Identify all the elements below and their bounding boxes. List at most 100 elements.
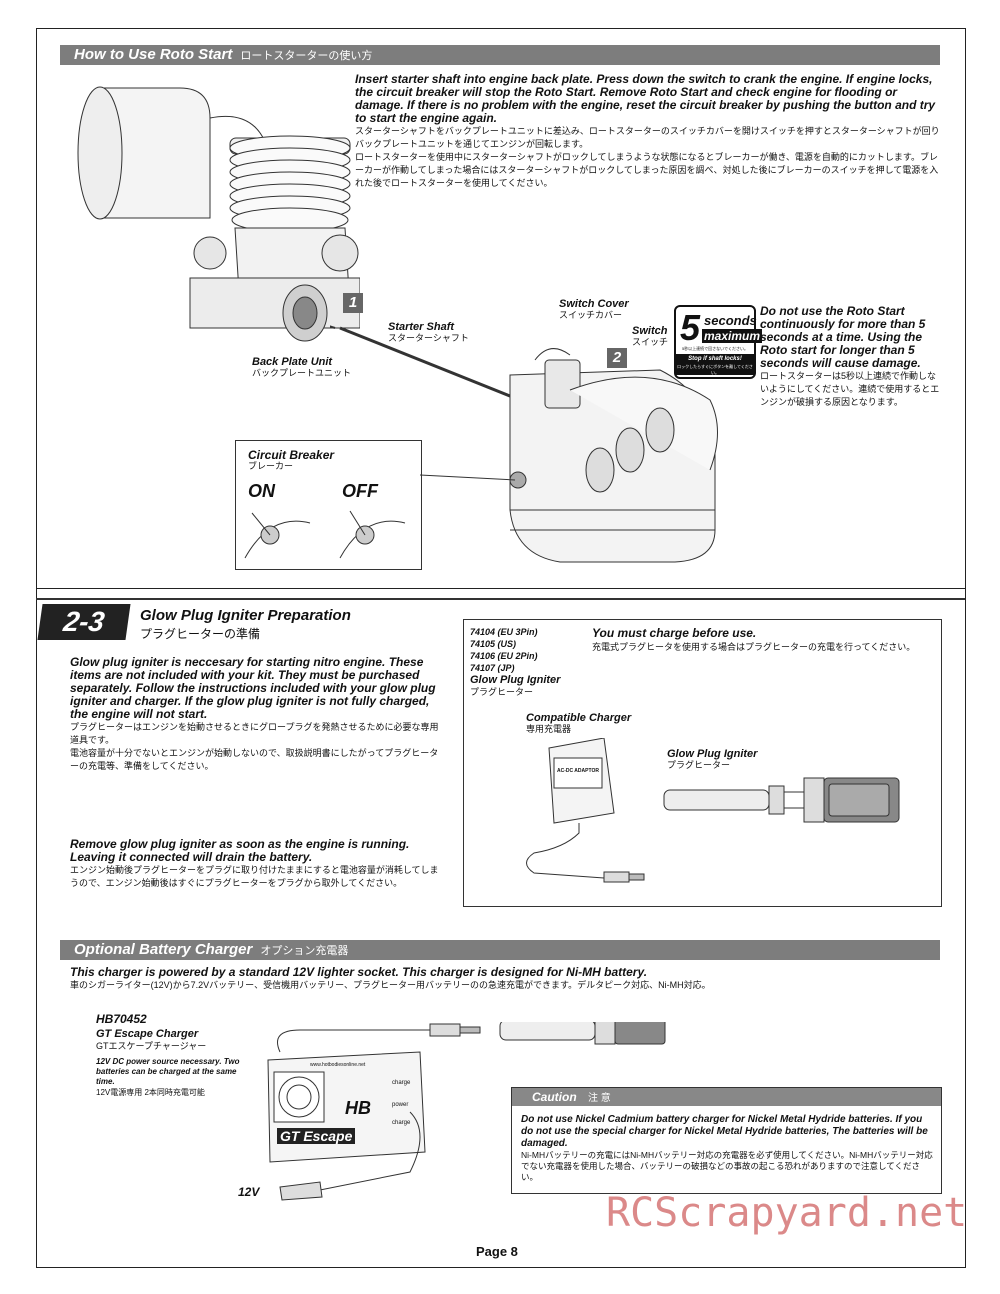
starter-shaft-en: Starter Shaft: [388, 321, 455, 333]
caution-box: Caution 注 意 Do not use Nickel Cadmium ba…: [511, 1087, 942, 1194]
charger-note: 12V DC power source necessary. Two batte…: [96, 1057, 240, 1086]
switch-cover-jp: スイッチカバー: [559, 310, 623, 320]
adaptor-label: AC-DC ADAPTOR: [557, 768, 599, 774]
badge-stop-jp: ロックしたらすぐにボタンを離してください。: [677, 364, 753, 375]
charger-name-jp: GTエスケープチャージャー: [96, 1041, 207, 1051]
code-74104: 74104 (EU 3Pin): [470, 627, 538, 637]
section-number: 2-3: [37, 604, 131, 640]
five-seconds-badge: 5 seconds maximum 5秒以上連続で回さないでください。 Stop…: [674, 305, 763, 379]
adaptor-illustration: [526, 738, 645, 883]
optional-title: Optional Battery Charger: [74, 941, 253, 958]
charger-info: HB70452 GT Escape Charger GTエスケープチャージャー …: [96, 1012, 256, 1098]
roto-instructions-jp-1: スターターシャフトをバックプレートユニットに差込み、ロートスターターのスイッチカ…: [355, 126, 940, 149]
badge-maximum: maximum: [702, 329, 763, 343]
caution-title-jp: 注 意: [588, 1093, 611, 1104]
charger-note-jp: 12V電源専用 2本同時充電可能: [96, 1088, 205, 1097]
glow-para1-jp-1: プラグヒーターはエンジンを始動させるときにグロープラグを発熱させるために必要な専…: [70, 722, 439, 745]
code-74107: 74107 (JP): [470, 663, 515, 673]
caution-body: Do not use Nickel Cadmium battery charge…: [521, 1114, 935, 1183]
glow-para2: Remove glow plug igniter as soon as the …: [70, 838, 440, 890]
igniter-label-en: Glow Plug Igniter: [667, 748, 758, 760]
breaker-illustration: [244, 510, 406, 559]
code-74106: 74106 (EU 2Pin): [470, 651, 538, 661]
igniter-codes: 74104 (EU 3Pin) 74105 (US) 74106 (EU 2Pi…: [470, 626, 560, 699]
back-plate-label: Back Plate Unit バックプレートユニット: [252, 356, 351, 379]
glow-title: Glow Plug Igniter Preparation: [140, 607, 351, 624]
optional-desc: This charger is powered by a standard 12…: [70, 966, 940, 992]
badge-seconds: seconds: [704, 313, 757, 328]
caution-title: Caution: [532, 1090, 577, 1104]
watermark: RCScrapyard.net: [606, 1190, 968, 1236]
igniter-illustration: [663, 777, 900, 823]
starter-shaft-jp: スターターシャフト: [388, 333, 469, 343]
switch-en: Switch: [632, 325, 668, 337]
page-number: Page 8: [476, 1244, 518, 1259]
page-frame: [36, 28, 966, 1268]
breaker-label: Circuit Breaker ブレーカー: [248, 449, 334, 472]
switch-cover-arrow: [534, 348, 571, 361]
section-divider: [36, 588, 965, 589]
twelve-volt-label: 12V: [238, 1185, 260, 1199]
code-74105: 74105 (US): [470, 639, 517, 649]
roto-warning-en: Do not use the Roto Start continuously f…: [760, 304, 926, 370]
roto-warning: Do not use the Roto Start continuously f…: [760, 305, 940, 409]
roto-title-jp: ロートスターターの使い方: [240, 50, 373, 62]
roto-start-illustration: [330, 325, 718, 563]
igniter-name-jp: プラグヒーター: [470, 687, 534, 697]
breaker-pointer: [420, 474, 516, 481]
back-plate-jp: バックプレートユニット: [252, 368, 352, 378]
caution-jp: Ni-MHバッテリーの充電にはNi-MHバッテリー対応の充電器を必ず使用してくだ…: [521, 1150, 933, 1182]
engine-illustration: [77, 86, 360, 342]
glow-title-jp: プラグヒーターの準備: [140, 627, 261, 641]
gt-escape-illustration: [267, 1022, 666, 1201]
optional-section-header: Optional Battery Charger オプション充電器: [60, 940, 940, 960]
igniter-box: 74104 (EU 3Pin) 74105 (US) 74106 (EU 2Pi…: [463, 619, 942, 907]
breaker-jp: ブレーカー: [248, 461, 294, 471]
caution-en: Do not use Nickel Cadmium battery charge…: [521, 1114, 928, 1149]
roto-instructions: Insert starter shaft into engine back pl…: [355, 73, 940, 190]
glow-rule: [36, 598, 965, 600]
badge-number: 5: [680, 307, 701, 348]
glow-para2-jp: エンジン始動後プラグヒーターをプラグに取り付けたままにすると電池容量が消耗してし…: [70, 865, 439, 888]
circuit-breaker-box: Circuit Breaker ブレーカー ON OFF: [235, 440, 422, 570]
step-1-badge: 1: [343, 293, 363, 313]
switch-jp: スイッチ: [632, 337, 669, 347]
roto-instructions-jp-2: ロートスターターを使用中にスターターシャフトがロックしてしまうような状態になると…: [355, 152, 939, 188]
badge-stop-block: Stop if shaft locks! ロックしたらすぐにボタンを離してくださ…: [676, 354, 754, 375]
switch-label: Switch スイッチ: [632, 325, 668, 348]
igniter-name: Glow Plug Igniter: [470, 674, 561, 686]
part-number: HB70452: [96, 1012, 147, 1026]
step-2-badge: 2: [607, 348, 627, 368]
glow-para1-en: Glow plug igniter is neccesary for start…: [70, 655, 436, 721]
badge-stop: Stop if shaft locks!: [688, 356, 742, 362]
optional-desc-en: This charger is powered by a standard 12…: [70, 965, 648, 979]
roto-warning-jp: ロートスターターは5秒以上連続で作動しないようにしてください。連続で使用するとエ…: [760, 371, 940, 407]
glow-para1-jp-2: 電池容量が十分でないとエンジンが始動しないので、取扱説明書にしたがってプラグヒー…: [70, 748, 439, 771]
switch-cover-en: Switch Cover: [559, 298, 629, 310]
breaker-off: OFF: [342, 481, 378, 501]
switch-cover-shape: [544, 359, 581, 409]
optional-title-jp: オプション充電器: [260, 945, 349, 957]
badge-small: 5秒以上連続で回さないでください。: [681, 346, 749, 351]
charger-logo: HB: [345, 1098, 371, 1118]
back-plate-en: Back Plate Unit: [252, 356, 333, 368]
arrow-to-backplate: [330, 325, 336, 329]
charger-name: GT Escape Charger: [96, 1028, 199, 1040]
caution-header: Caution 注 意: [512, 1088, 941, 1106]
starter-shaft-label: Starter Shaft スターターシャフト: [388, 321, 469, 344]
charger-brand: GT Escape: [277, 1128, 356, 1144]
switch-cover-label: Switch Cover スイッチカバー: [559, 298, 629, 321]
power-label: power: [392, 1102, 409, 1108]
charger-url: www.hotbodiesonline.net: [310, 1062, 366, 1068]
glow-plug-igniter-label: Glow Plug Igniter プラグヒーター: [667, 748, 757, 771]
glow-para2-en: Remove glow plug igniter as soon as the …: [70, 837, 410, 864]
optional-desc-jp: 車のシガーライター(12V)から7.2Vバッテリー、受信機用バッテリー、プラグヒ…: [70, 980, 711, 990]
charger-jp: 専用充電器: [526, 724, 572, 734]
glow-para1: Glow plug igniter is neccesary for start…: [70, 656, 440, 773]
charge-1-label: charge: [392, 1080, 411, 1086]
must-charge: You must charge before use.: [592, 626, 757, 640]
roto-section-header: How to Use Roto Start ロートスターターの使い方: [60, 45, 940, 65]
roto-title: How to Use Roto Start: [74, 46, 233, 63]
must-charge-jp: 充電式プラグヒータを使用する場合はプラグヒーターの充電を行ってください。: [592, 642, 916, 652]
breaker-on: ON: [248, 481, 275, 501]
